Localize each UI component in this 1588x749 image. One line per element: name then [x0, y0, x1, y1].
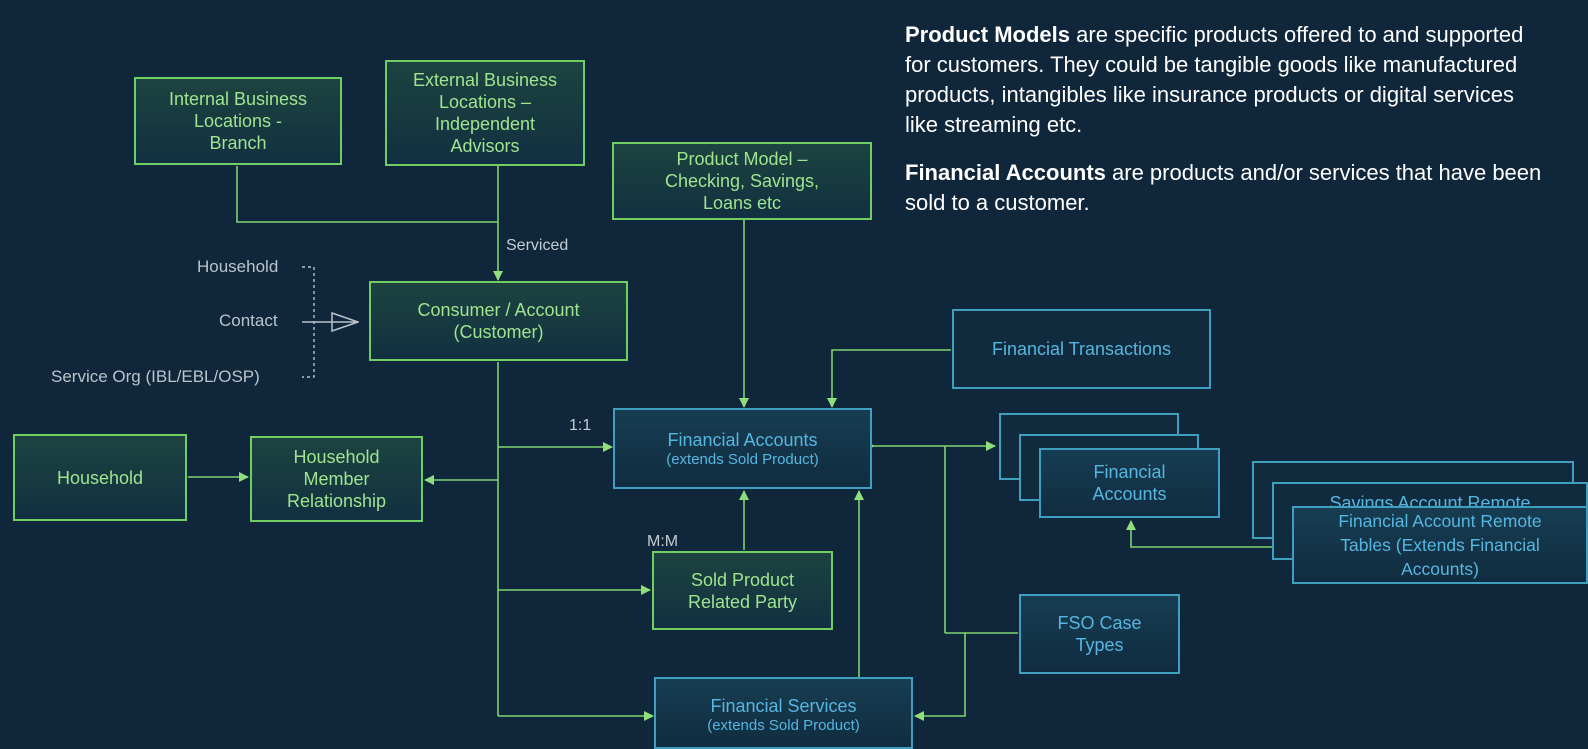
node-financial-transactions[interactable]: Financial Transactions: [952, 309, 1211, 389]
node-household[interactable]: Household: [13, 434, 187, 521]
node-external-business-locations[interactable]: External Business Locations – Independen…: [385, 60, 585, 166]
label-serviced: Serviced: [506, 237, 569, 254]
node-financial-accounts-stack[interactable]: Financial Accounts: [1039, 448, 1220, 518]
info-financial-accounts-term: Financial Accounts: [905, 160, 1106, 185]
label-many-to-many: M:M: [647, 533, 679, 550]
connector-fso-to-financial-services: [914, 633, 966, 721]
node-sold-product-related-party[interactable]: Sold Product Related Party: [652, 551, 833, 630]
node-financial-services-subtitle: (extends Sold Product): [707, 717, 860, 734]
node-financial-account-remote-tables[interactable]: Financial Account Remote Tables (Extends…: [1292, 506, 1588, 584]
info-product-models-text: are specific products offered to and sup…: [905, 22, 1524, 137]
node-consumer-account[interactable]: Consumer / Account (Customer): [369, 281, 628, 361]
connector-transactions-to-financial-accounts: [827, 349, 951, 408]
info-text: Product Models are specific products off…: [905, 20, 1545, 236]
info-financial-accounts: Financial Accounts are products and/or s…: [905, 158, 1545, 218]
info-product-models-term: Product Models: [905, 22, 1071, 47]
label-household-ref: Household: [197, 257, 279, 276]
label-service-org-ref: Service Org (IBL/EBL/OSP): [51, 367, 260, 386]
connector-internal-to-consumer: [236, 166, 498, 223]
node-household-member-relationship[interactable]: Household Member Relationship: [250, 436, 423, 522]
node-product-model[interactable]: Product Model – Checking, Savings, Loans…: [612, 142, 872, 220]
info-product-models: Product Models are specific products off…: [905, 20, 1545, 140]
node-financial-accounts-subtitle: (extends Sold Product): [666, 450, 819, 468]
node-internal-business-locations[interactable]: Internal Business Locations - Branch: [134, 77, 342, 165]
node-financial-accounts-title: Financial Accounts: [667, 429, 818, 450]
connector-remote-to-stack: [1126, 520, 1292, 548]
node-financial-services-title: Financial Services: [710, 696, 857, 716]
label-one-to-one: 1:1: [569, 417, 592, 434]
node-financial-services[interactable]: Financial Services (extends Sold Product…: [654, 677, 913, 749]
info-financial-accounts-text: are products and/or services that have b…: [905, 160, 1542, 215]
label-contact-ref: Contact: [219, 311, 278, 330]
node-financial-accounts[interactable]: Financial Accounts (extends Sold Product…: [613, 408, 872, 489]
node-fso-case-types[interactable]: FSO Case Types: [1019, 594, 1180, 674]
